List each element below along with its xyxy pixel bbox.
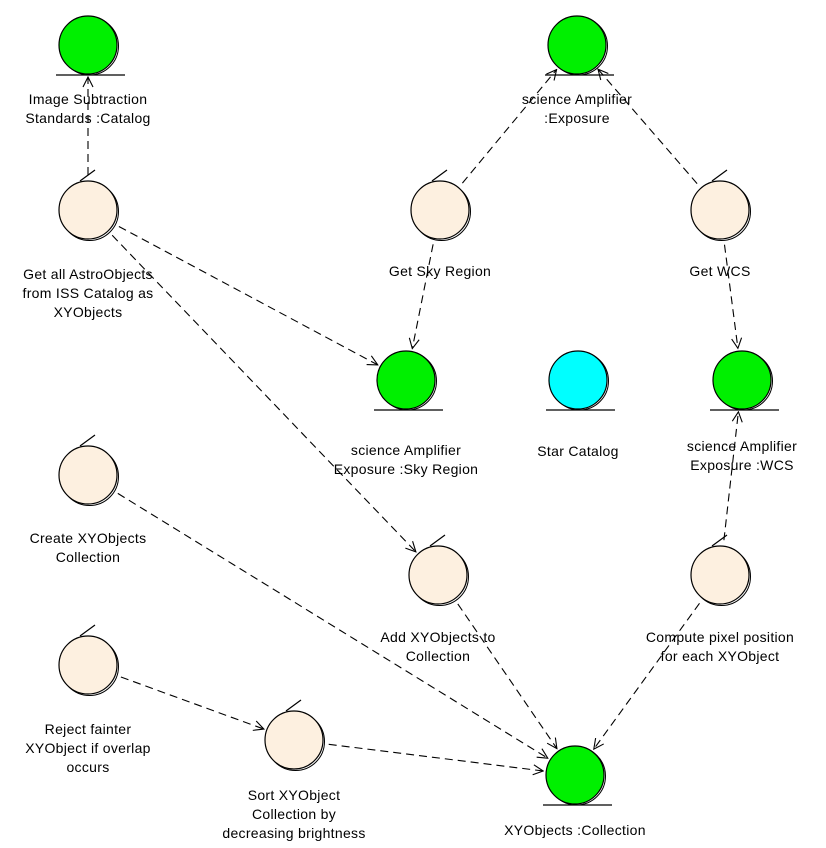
node-label: science Amplifier (351, 442, 461, 458)
node-label: Standards :Catalog (25, 110, 150, 126)
node-label: Star Catalog (537, 443, 618, 459)
node-label: XYObject if overlap (25, 740, 151, 756)
control-arrow-icon (711, 169, 728, 182)
control-arrow-icon (285, 699, 302, 712)
edge-compute-pixel-to-sci-amp-wcs (723, 412, 739, 541)
control-icon (264, 710, 324, 770)
control-icon (410, 180, 470, 240)
control-arrow-icon (431, 169, 448, 182)
node-label: Image Subtraction (29, 91, 148, 107)
get-wcs-node[interactable]: Get WCS (689, 169, 751, 279)
node-label: Add XYObjects to (380, 629, 495, 645)
node-label: Get WCS (689, 263, 750, 279)
node-label: Get all AstroObjects (23, 266, 153, 282)
compute-pixel-node[interactable]: Compute pixel position for each XYObject (646, 534, 794, 664)
node-label: Create XYObjects (30, 530, 147, 546)
node-label: Collection by (252, 806, 336, 822)
node-label: Collection (406, 648, 470, 664)
edge-get-sky-region-to-sci-amp-sky-region (412, 244, 434, 348)
node-label: occurs (66, 759, 109, 775)
entity-icon (545, 745, 605, 805)
edge-create-xyobjects-to-xyobjects-collection (117, 492, 548, 758)
sci-amp-exposure-node[interactable]: science Amplifier :Exposure (522, 15, 632, 126)
edge-get-wcs-to-sci-amp-exposure (598, 69, 698, 184)
edge-get-sky-region-to-sci-amp-exposure (461, 70, 556, 184)
control-icon (58, 635, 118, 695)
control-arrow-icon (79, 624, 96, 637)
control-arrow-icon (711, 534, 728, 547)
entity-icon (712, 350, 772, 410)
node-label: Exposure :Sky Region (334, 461, 479, 477)
node-label: Sort XYObject (248, 787, 341, 803)
edge-get-wcs-to-sci-amp-wcs (723, 244, 738, 349)
control-icon (408, 545, 468, 605)
get-sky-region-node[interactable]: Get Sky Region (389, 169, 491, 279)
edge-reject-fainter-to-sort-xyobject (120, 676, 264, 729)
edge-sort-xyobject-to-xyobjects-collection (328, 743, 544, 771)
control-arrow-icon (429, 534, 446, 547)
entity-icon (58, 15, 118, 75)
get-all-astro-node[interactable]: Get all AstroObjects from ISS Catalog as X… (23, 169, 154, 320)
edge-compute-pixel-to-xyobjects-collection (594, 602, 700, 749)
control-icon (58, 180, 118, 240)
control-icon (58, 445, 118, 505)
node-label: decreasing brightness (222, 825, 365, 841)
star-catalog-node[interactable]: Star Catalog (537, 350, 618, 459)
node-label: Get Sky Region (389, 263, 491, 279)
node-label: Exposure :WCS (690, 457, 794, 473)
node-label: XYObjects :Collection (504, 822, 646, 838)
node-label: Collection (56, 549, 120, 565)
node-label: XYObjects (54, 304, 123, 320)
node-label: from ISS Catalog as (23, 285, 154, 301)
node-label: :Exposure (544, 110, 610, 126)
star-catalog-entity-icon (548, 350, 608, 410)
node-label: science Amplifier (522, 91, 632, 107)
add-xyobjects-node[interactable]: Add XYObjects to Collection (380, 534, 495, 664)
xyobjects-collection-node[interactable]: XYObjects :Collection (504, 745, 646, 838)
edge-get-all-astro-to-add-xyobjects (111, 234, 416, 552)
control-icon (690, 545, 750, 605)
edge-get-all-astro-to-sci-amp-sky-region (118, 226, 378, 365)
node-label: for each XYObject (661, 648, 780, 664)
entity-icon (547, 15, 607, 75)
control-icon (690, 180, 750, 240)
dependency-edges (88, 69, 738, 771)
edge-add-xyobjects-to-xyobjects-collection (457, 603, 557, 749)
node-label: Reject fainter (45, 721, 132, 737)
control-arrow-icon (79, 169, 96, 182)
node-label: Compute pixel position (646, 629, 794, 645)
entity-icon (376, 350, 436, 410)
control-arrow-icon (79, 434, 96, 447)
node-label: science Amplifier (687, 438, 797, 454)
